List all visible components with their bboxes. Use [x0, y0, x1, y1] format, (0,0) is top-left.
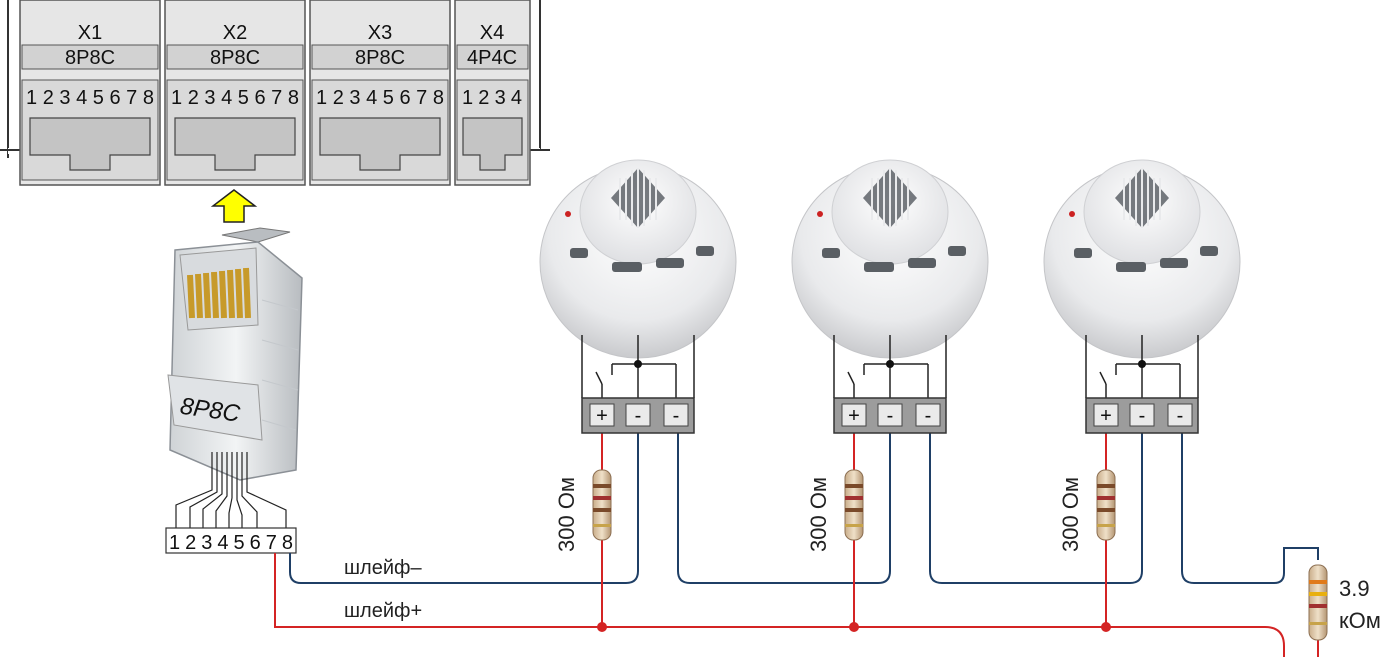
detector-1-terminal-plus: +: [596, 405, 608, 427]
detector-3-wiring: [1085, 335, 1199, 398]
detector-3-terminal-minus-b: -: [1177, 405, 1184, 427]
detector-1-wiring: [581, 335, 695, 398]
smoke-detector-3: [1043, 159, 1241, 359]
plug-pin-block: 12345678: [165, 527, 297, 554]
port-x3[interactable]: X3 8P8C 12345678: [309, 0, 451, 186]
port-x2-type: 8P8C: [210, 47, 260, 69]
port-x3-name: X3: [368, 22, 392, 44]
detector-2-terminal-minus-b: -: [925, 405, 932, 427]
detector-1-terminal-minus-a: -: [635, 405, 642, 427]
end-resistor-unit: кОм: [1339, 608, 1381, 633]
detector-1-resistor: [592, 469, 612, 541]
end-resistor-value: 3.9: [1339, 576, 1370, 601]
insert-arrow-icon: [210, 189, 258, 223]
detector-1-terminal-minus-b: -: [673, 405, 680, 427]
smoke-detector-1: [539, 159, 737, 359]
port-x1-name: X1: [78, 22, 102, 44]
detector-3-junction: [1138, 360, 1146, 368]
smoke-detector-2: [791, 159, 989, 359]
detector-3-terminal-plus: +: [1100, 405, 1112, 427]
port-x2-name: X2: [223, 22, 247, 44]
plug-wires: [175, 452, 287, 528]
loop-plus-wire: [274, 433, 1319, 657]
detector-2-terminal-minus-a: -: [887, 405, 894, 427]
detector-1-junction: [634, 360, 642, 368]
detector-3-resistor-label: 300 Ом: [1058, 477, 1083, 552]
detector-1-terminals: + - -: [581, 397, 695, 434]
detector-2-wiring: [833, 335, 947, 398]
port-x1[interactable]: X1 8P8C 12345678: [19, 0, 161, 186]
port-x4-name: X4: [480, 22, 504, 44]
detector-3-terminals: + - -: [1085, 397, 1199, 434]
detector-1-resistor-label: 300 Ом: [554, 477, 579, 552]
loop-plus-label: шлейф+: [344, 600, 422, 622]
detector-3-terminal-minus-a: -: [1139, 405, 1146, 427]
detector-2-terminal-plus: +: [848, 405, 860, 427]
port-x2[interactable]: X2 8P8C 12345678: [164, 0, 306, 186]
detector-2-junction: [886, 360, 894, 368]
wire-junctions: [597, 622, 1111, 632]
detector-3-resistor: [1096, 469, 1116, 541]
port-x3-type: 8P8C: [355, 47, 405, 69]
detector-2-resistor: [844, 469, 864, 541]
loop-minus-label: шлейф–: [344, 557, 422, 579]
loop-minus-wire: [289, 433, 1319, 584]
detector-2-terminals: + - -: [833, 397, 947, 434]
port-x4-type: 4P4C: [467, 47, 517, 69]
end-of-line-resistor: [1308, 564, 1328, 641]
rj45-plug: 8P8C: [167, 227, 303, 481]
detector-2-resistor-label: 300 Ом: [806, 477, 831, 552]
port-x4[interactable]: X4 4P4C 1234: [454, 0, 531, 186]
port-x1-type: 8P8C: [65, 47, 115, 69]
